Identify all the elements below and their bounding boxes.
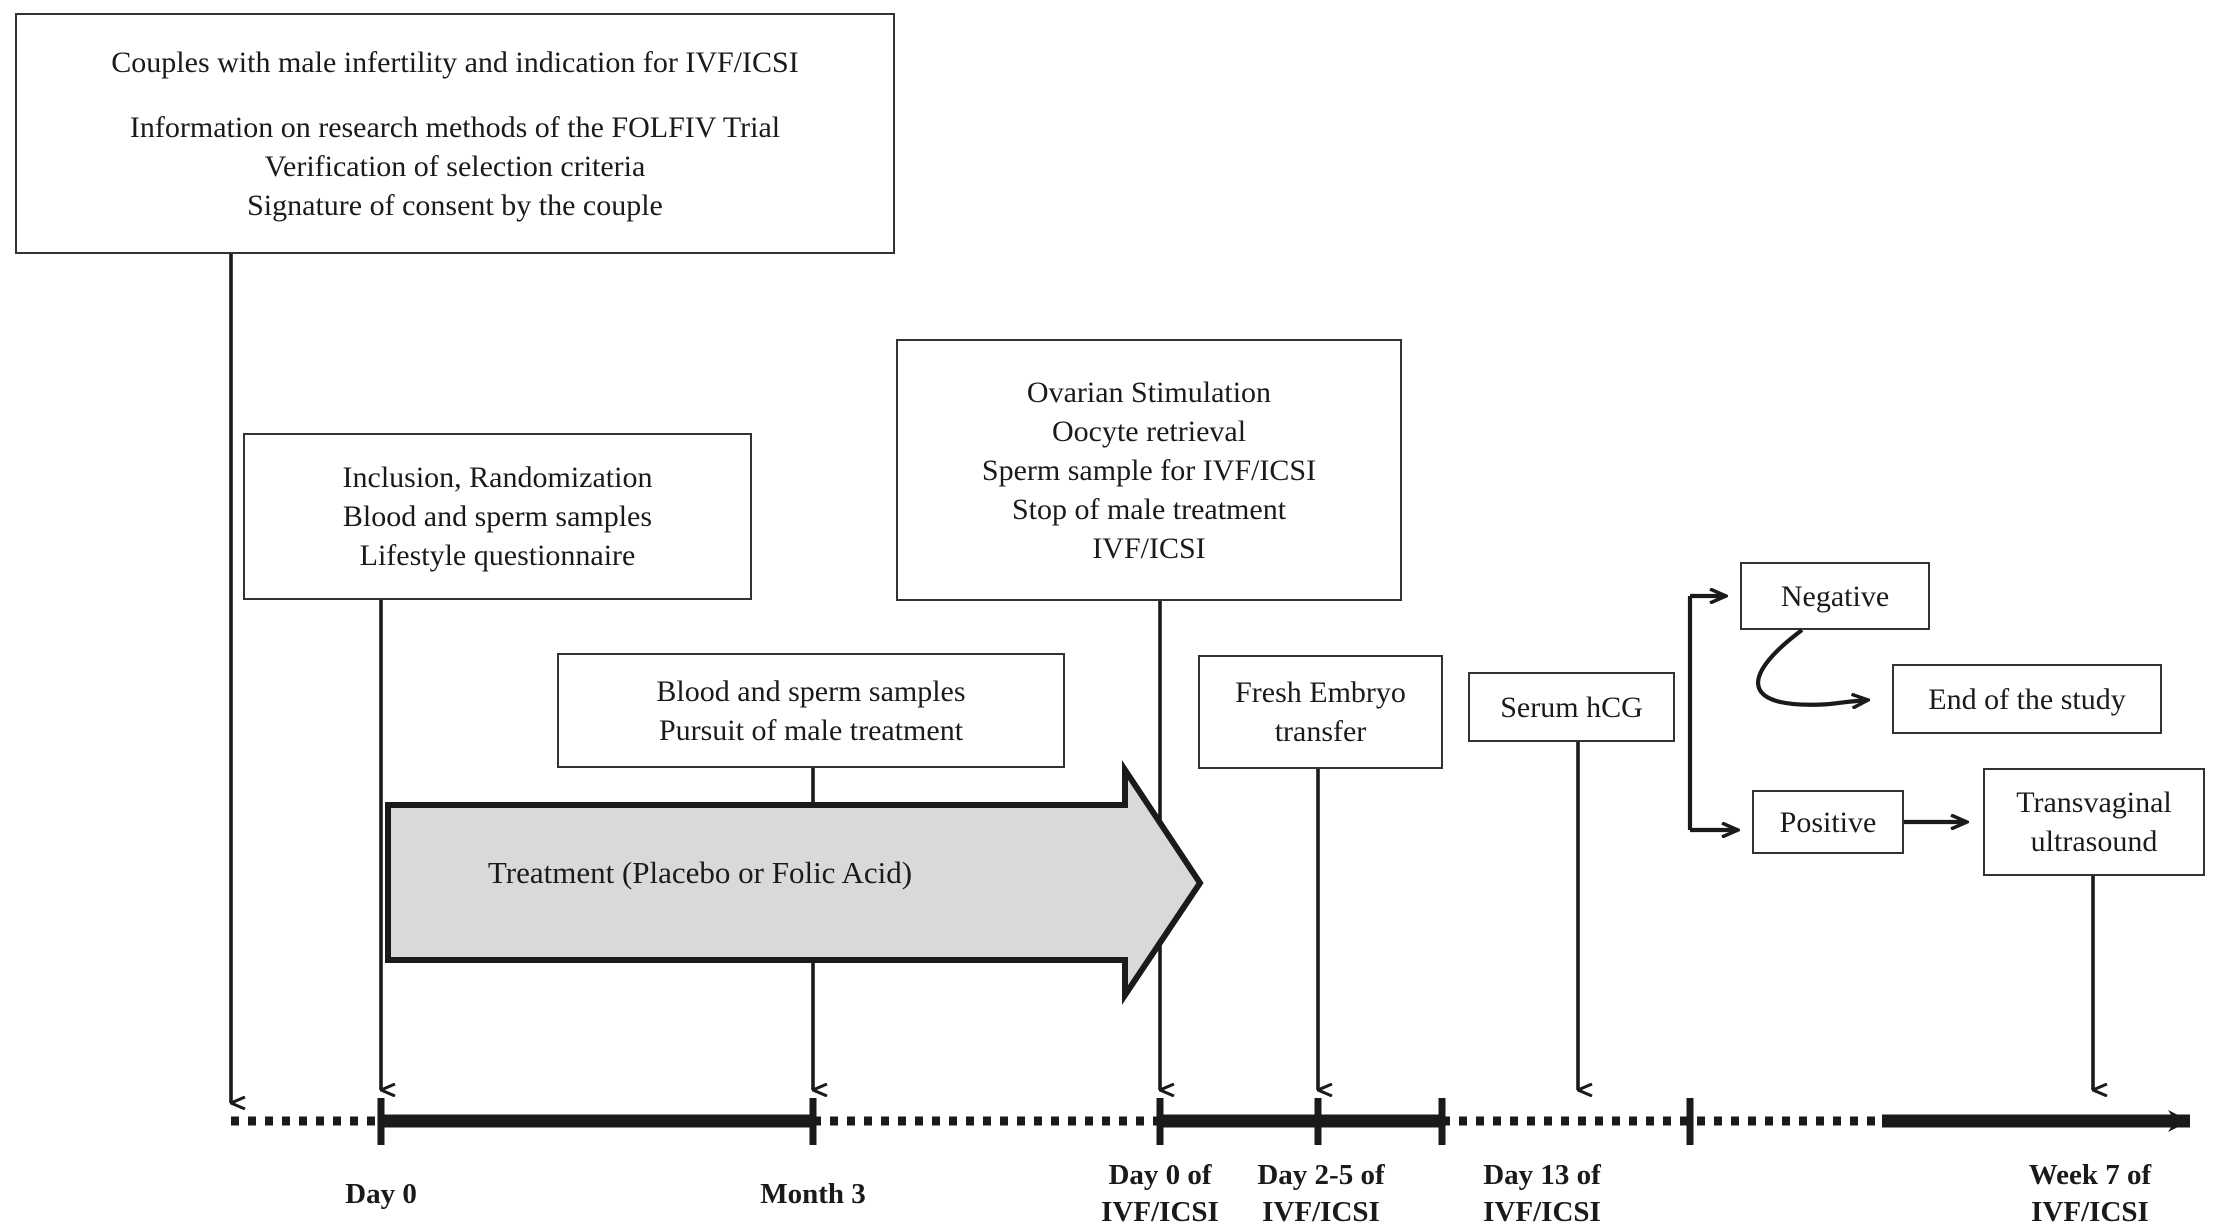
box-ovarian-line-4: IVF/ICSI: [1092, 531, 1206, 565]
treatment-arrow-shape: [385, 760, 1204, 1005]
box-inclusion-line-0: Inclusion, Randomization: [342, 461, 653, 494]
box-ovarian-line-0: Ovarian Stimulation: [1026, 375, 1272, 409]
box-ovarian-line-2: Sperm sample for IVF/ICSI: [981, 453, 1317, 487]
tick-label-month3-line-0: Month 3: [760, 1178, 866, 1210]
box-transvaginal-ultrasound[interactable]: Transvaginal ultrasound: [1983, 768, 2205, 876]
box-negative-line-0: Negative: [1780, 579, 1890, 613]
box-serum-hcg[interactable]: Serum hCG: [1468, 672, 1675, 742]
tick-label-day13ivf-line-0: Day 13 of: [1483, 1159, 1601, 1191]
box-fresh-embryo-transfer[interactable]: Fresh Embryo transfer: [1198, 655, 1443, 769]
box-embryo-line-0: Fresh Embryo: [1235, 676, 1406, 709]
box-hcg-line-0: Serum hCG: [1500, 690, 1643, 724]
box-tvus-line-0: Transvaginal: [2016, 786, 2172, 819]
tick-label-day0-line-0: Day 0: [345, 1178, 417, 1210]
tick-label-day2-5ivf-line-1: IVF/ICSI: [1262, 1195, 1380, 1227]
box-screening-line-3: Verification of selection criteria: [264, 149, 646, 183]
box-inclusion-line-1: Blood and sperm samples: [342, 500, 653, 533]
box-embryo-line-1: transfer: [1274, 715, 1367, 748]
box-positive-result[interactable]: Positive: [1752, 790, 1904, 854]
box-inclusion-randomization[interactable]: Inclusion, Randomization Blood and sperm…: [243, 433, 752, 600]
box-end-of-study[interactable]: End of the study: [1892, 664, 2162, 734]
tick-label-day0ivf-line-1: IVF/ICSI: [1101, 1195, 1219, 1227]
box-month3-line-0: Blood and sperm samples: [656, 674, 966, 708]
box-ovarian-line-1: Oocyte retrieval: [1051, 414, 1247, 448]
box-screening-line-4: Signature of consent by the couple: [247, 188, 663, 222]
tick-label-day2-5ivf-line-0: Day 2-5 of: [1257, 1159, 1385, 1191]
tick-label-day0ivf-line-0: Day 0 of: [1108, 1159, 1212, 1191]
box-ovarian-line-3: Stop of male treatment: [1011, 492, 1287, 526]
tick-label-day0ivf: Day 0 of IVF/ICSI: [1060, 1157, 1260, 1227]
box-month3-line-1: Pursuit of male treatment: [658, 713, 964, 747]
tick-label-day13ivf: Day 13 of IVF/ICSI: [1442, 1157, 1642, 1227]
box-positive-line-0: Positive: [1779, 805, 1877, 839]
box-screening-line-0: Couples with male infertility and indica…: [111, 45, 799, 79]
box-endstudy-line-0: End of the study: [1928, 682, 2126, 716]
box-ovarian-stimulation[interactable]: Ovarian Stimulation Oocyte retrieval Spe…: [896, 339, 1402, 601]
box-negative-result[interactable]: Negative: [1740, 562, 1930, 630]
tick-label-day0: Day 0: [281, 1176, 481, 1213]
tick-label-week7ivf: Week 7 of IVF/ICSI: [1990, 1157, 2190, 1227]
box-screening[interactable]: Couples with male infertility and indica…: [15, 13, 895, 254]
box-screening-line-2: Information on research methods of the F…: [129, 110, 781, 144]
tick-label-day13ivf-line-1: IVF/ICSI: [1483, 1195, 1601, 1227]
connector-negative-to-end-of-study: [1756, 628, 1868, 705]
box-tvus-line-1: ultrasound: [2030, 825, 2158, 858]
box-inclusion-line-2: Lifestyle questionnaire: [359, 539, 636, 572]
tick-label-week7ivf-line-0: Week 7 of: [2028, 1159, 2152, 1191]
tick-label-week7ivf-line-1: IVF/ICSI: [2031, 1195, 2149, 1227]
tick-label-month3: Month 3: [713, 1176, 913, 1213]
box-month3-samples[interactable]: Blood and sperm samples Pursuit of male …: [557, 653, 1065, 768]
tick-label-day2-5ivf: Day 2-5 of IVF/ICSI: [1221, 1157, 1421, 1227]
